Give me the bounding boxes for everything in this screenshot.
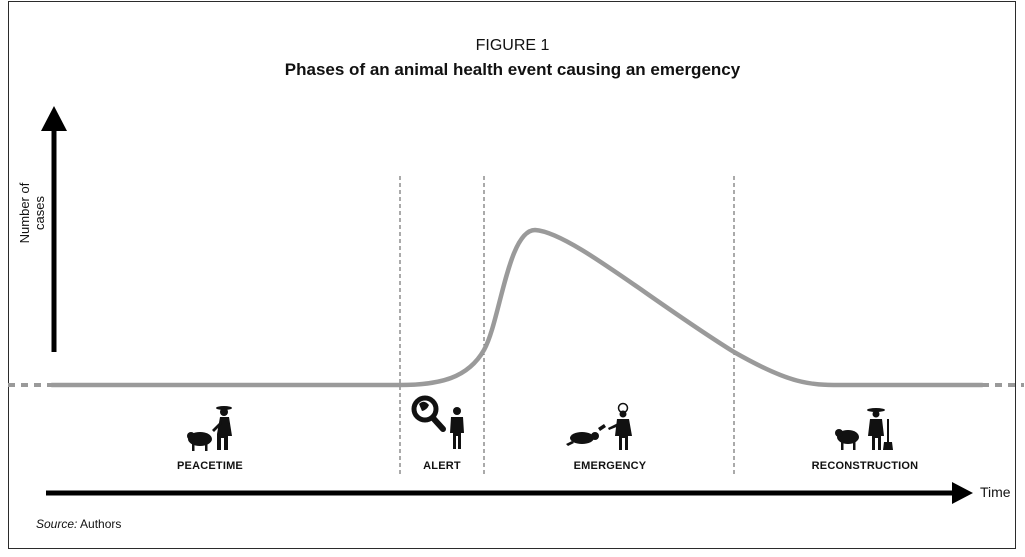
phase-label-reconstruction: RECONSTRUCTION	[811, 460, 919, 472]
farmer-with-sheep-and-shovel-icon	[835, 408, 893, 450]
x-axis-label: Time	[980, 484, 1011, 500]
y-axis-arrowhead	[41, 106, 67, 131]
magnifier-person-icon	[411, 395, 464, 449]
source-text: Authors	[77, 517, 122, 531]
phase-label-peacetime: PEACETIME	[177, 460, 243, 472]
figure-title: Phases of an animal health event causing…	[284, 60, 741, 79]
source-prefix: Source:	[36, 517, 78, 531]
y-axis-label: Number of cases	[17, 182, 47, 244]
source-note: Source: Authors	[36, 517, 121, 531]
figure-frame	[8, 1, 1016, 549]
epidemic-curve	[49, 227, 985, 388]
phase-label-emergency: EMERGENCY	[573, 460, 647, 472]
farmer-with-sheep-icon	[187, 406, 232, 451]
x-axis-arrowhead	[952, 482, 973, 504]
phase-label-alert: ALERT	[423, 460, 461, 472]
figure-number: FIGURE 1	[475, 37, 550, 54]
veterinarian-with-carcass-icon	[566, 402, 632, 450]
